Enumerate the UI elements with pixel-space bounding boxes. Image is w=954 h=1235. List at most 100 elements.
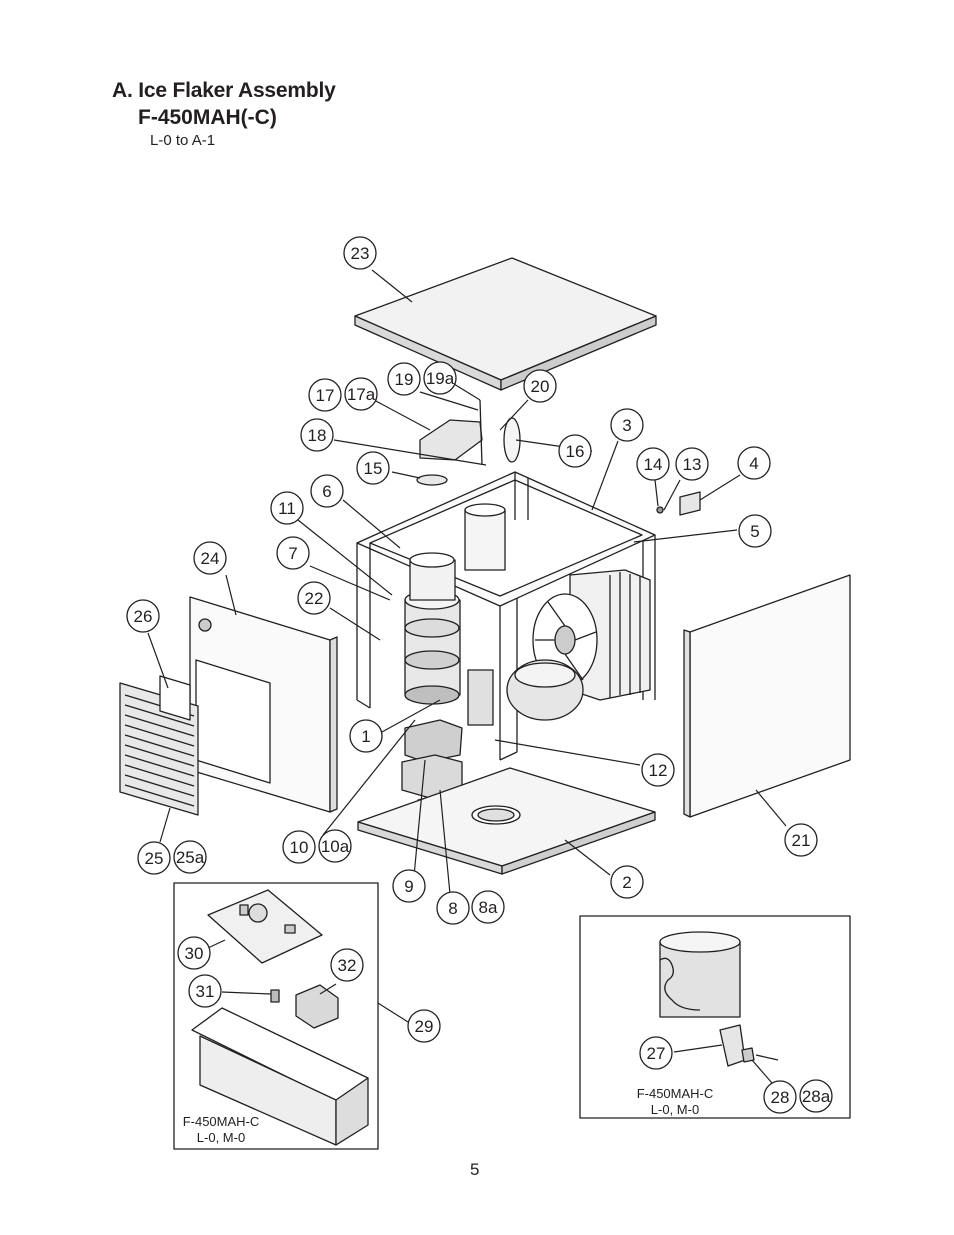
svg-text:3: 3: [622, 416, 631, 435]
svg-text:4: 4: [749, 454, 758, 473]
callout-1: 1: [349, 719, 383, 753]
callout-20: 20: [523, 369, 557, 403]
callout-15: 15: [356, 451, 390, 485]
svg-text:32: 32: [338, 956, 357, 975]
control-board: [207, 889, 323, 964]
svg-text:25a: 25a: [176, 848, 205, 867]
callout-6: 6: [310, 474, 344, 508]
spout-assembly: [416, 399, 521, 486]
svg-text:18: 18: [308, 426, 327, 445]
svg-text:2: 2: [622, 873, 631, 892]
callout-26: 26: [126, 599, 160, 633]
svg-text:8a: 8a: [479, 898, 498, 917]
callout-8: 8: [436, 891, 470, 925]
page-number: 5: [470, 1160, 480, 1179]
drain-inset-note: F-450MAH-C L-0, M-0: [632, 1086, 718, 1118]
svg-text:27: 27: [647, 1044, 666, 1063]
callout-14: 14: [636, 447, 670, 481]
callout-11: 11: [270, 491, 304, 525]
svg-text:31: 31: [196, 982, 215, 1001]
svg-text:29: 29: [415, 1017, 434, 1036]
svg-text:16: 16: [566, 442, 585, 461]
svg-text:17: 17: [316, 386, 335, 405]
svg-text:6: 6: [322, 482, 331, 501]
callout-4: 4: [737, 446, 771, 480]
svg-text:25: 25: [145, 849, 164, 868]
svg-text:23: 23: [351, 244, 370, 263]
control-box-serial: L-0, M-0: [196, 1130, 246, 1145]
callout-5: 5: [738, 514, 772, 548]
svg-text:10: 10: [290, 838, 309, 857]
svg-text:14: 14: [644, 455, 663, 474]
svg-text:8: 8: [448, 899, 457, 918]
callout-19a: 19a: [423, 361, 457, 395]
callout-19: 19: [387, 362, 421, 396]
svg-text:13: 13: [683, 455, 702, 474]
svg-text:12: 12: [649, 761, 668, 780]
svg-text:5: 5: [750, 522, 759, 541]
svg-text:15: 15: [364, 459, 383, 478]
callout-3: 3: [610, 408, 644, 442]
standoff: [270, 989, 280, 1003]
callout-30: 30: [177, 936, 211, 970]
control-box-model: F-450MAH-C: [182, 1114, 260, 1129]
svg-text:1: 1: [361, 727, 370, 746]
callout-12: 12: [641, 753, 675, 787]
callout-10a: 10a: [318, 829, 352, 863]
drain-serial: L-0, M-0: [650, 1102, 700, 1117]
page-title: A. Ice Flaker Assembly: [112, 79, 336, 102]
transformer: [295, 984, 339, 1029]
front-panel: [189, 596, 338, 813]
svg-text:11: 11: [278, 499, 296, 518]
svg-text:22: 22: [305, 589, 324, 608]
drain-pipe-insulation: [659, 931, 741, 1018]
callout-13: 13: [675, 447, 709, 481]
compressor: [506, 659, 584, 721]
callout-28: 28: [763, 1080, 797, 1114]
base-plate: [357, 767, 656, 875]
serial-range: L-0 to A-1: [150, 132, 216, 149]
callout-16: 16: [558, 434, 592, 468]
svg-text:9: 9: [404, 877, 413, 896]
callout-24: 24: [193, 541, 227, 575]
svg-text:30: 30: [185, 944, 204, 963]
svg-text:7: 7: [288, 544, 297, 563]
callout-18: 18: [300, 418, 334, 452]
callout-22: 22: [297, 581, 331, 615]
control-box-inset-note: F-450MAH-C L-0, M-0: [180, 1114, 262, 1146]
callout-10: 10: [282, 830, 316, 864]
bracket-parts: [656, 491, 701, 516]
callout-17: 17: [308, 378, 342, 412]
callout-9: 9: [392, 869, 426, 903]
callout-17a: 17a: [344, 377, 378, 411]
callout-21: 21: [784, 823, 818, 857]
callouts: 23 19 19a 20 17 17a 18 16 3 15 14 13 4 6…: [126, 236, 833, 1114]
callout-29: 29: [407, 1009, 441, 1043]
leader-lines: [147, 269, 787, 1084]
model-number: F-450MAH(-C): [138, 106, 277, 129]
callout-31: 31: [188, 974, 222, 1008]
svg-text:21: 21: [792, 831, 811, 850]
svg-text:28a: 28a: [802, 1087, 831, 1106]
svg-text:20: 20: [531, 377, 550, 396]
svg-text:26: 26: [134, 607, 153, 626]
svg-text:28: 28: [771, 1088, 790, 1107]
evaporator-assembly: [404, 503, 506, 726]
callout-25a: 25a: [173, 840, 207, 874]
control-box: [191, 1007, 369, 1146]
callout-8a: 8a: [471, 890, 505, 924]
svg-text:10a: 10a: [321, 837, 350, 856]
side-panel: [683, 574, 851, 818]
svg-text:17a: 17a: [347, 385, 376, 404]
drain-model: F-450MAH-C: [636, 1086, 714, 1101]
callout-2: 2: [610, 865, 644, 899]
callout-32: 32: [330, 948, 364, 982]
callout-28a: 28a: [799, 1079, 833, 1113]
svg-text:24: 24: [201, 549, 220, 568]
callout-25: 25: [137, 841, 171, 875]
svg-text:19a: 19a: [426, 369, 455, 388]
svg-text:19: 19: [395, 370, 414, 389]
callout-23: 23: [343, 236, 377, 270]
callout-7: 7: [276, 536, 310, 570]
